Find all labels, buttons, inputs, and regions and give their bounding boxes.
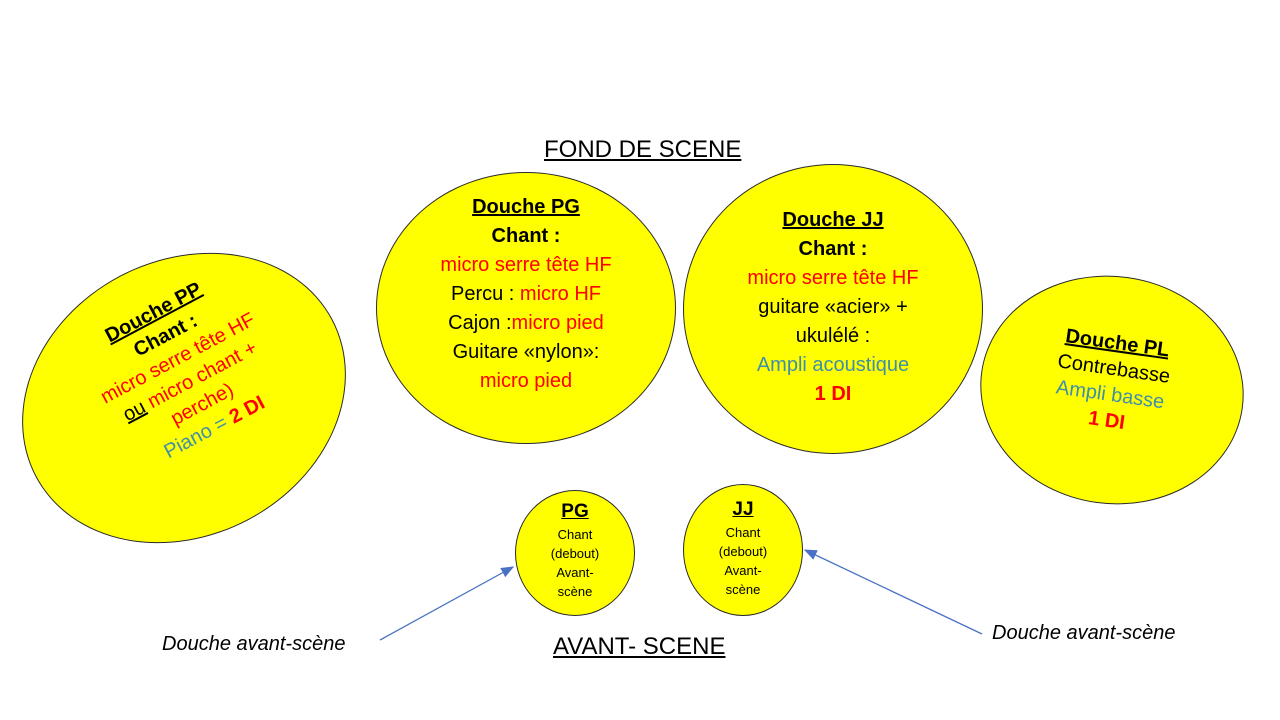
douche-pg-guitare: Guitare «nylon»: — [452, 341, 600, 363]
pg-small-l4: scène — [557, 584, 593, 599]
jj-small-l1: Chant — [725, 525, 761, 540]
douche-jj-ampli: Ampli acoustique — [756, 354, 910, 376]
jj-small-l3: Avant- — [724, 563, 762, 578]
douche-jj-guitare: guitare «acier» + — [758, 296, 908, 318]
arrow-left — [379, 566, 515, 641]
avant-scene-label: AVANT- SCENE — [553, 633, 726, 660]
douche-pg-percu-mic: micro HF — [519, 283, 602, 305]
jj-small-title: JJ — [732, 499, 754, 520]
douche-jj-spot — [683, 164, 983, 454]
arrow-right — [803, 549, 983, 635]
douche-pg-percu: Percu : — [450, 283, 520, 305]
douche-pg-mic: micro serre tête HF — [440, 254, 612, 276]
pg-avant-scene-spot — [515, 490, 635, 616]
pg-avant-scene-text: PG Chant (debout) Avant- scène — [515, 499, 635, 601]
pg-small-l1: Chant — [557, 527, 593, 542]
pg-small-title: PG — [561, 501, 589, 522]
fond-de-scene-label: FOND DE SCENE — [544, 136, 742, 163]
douche-pg-title: Douche PG — [472, 196, 580, 218]
douche-pg-percu-line: Percu : micro HF — [376, 280, 676, 309]
douche-pg-chant: Chant : — [491, 225, 561, 247]
pg-small-l3: Avant- — [556, 565, 594, 580]
douche-pg-cajon-line: Cajon :micro pied — [376, 309, 676, 338]
douche-jj-title: Douche JJ — [782, 209, 884, 231]
pg-small-l2: (debout) — [550, 546, 600, 561]
douche-jj-mic: micro serre tête HF — [747, 267, 919, 289]
douche-jj-chant: Chant : — [798, 238, 868, 260]
jj-small-l2: (debout) — [718, 544, 768, 559]
douche-pg-spot — [376, 172, 676, 444]
douche-pg-guitare-mic: micro pied — [479, 370, 573, 392]
annotation-right: Douche avant-scène — [992, 622, 1176, 644]
douche-jj-ukulele: ukulélé : — [795, 325, 871, 347]
douche-pg-cajon-mic: micro pied — [511, 312, 604, 334]
douche-jj-di: 1 DI — [814, 383, 852, 405]
douche-pg-text: Douche PG Chant : micro serre tête HF Pe… — [376, 193, 676, 396]
annotation-left: Douche avant-scène — [162, 633, 346, 655]
douche-jj-text: Douche JJ Chant : micro serre tête HF gu… — [683, 206, 983, 409]
douche-pg-cajon: Cajon : — [448, 312, 512, 334]
jj-avant-scene-text: JJ Chant (debout) Avant- scène — [683, 497, 803, 599]
jj-small-l4: scène — [725, 582, 761, 597]
jj-avant-scene-spot — [683, 484, 803, 616]
